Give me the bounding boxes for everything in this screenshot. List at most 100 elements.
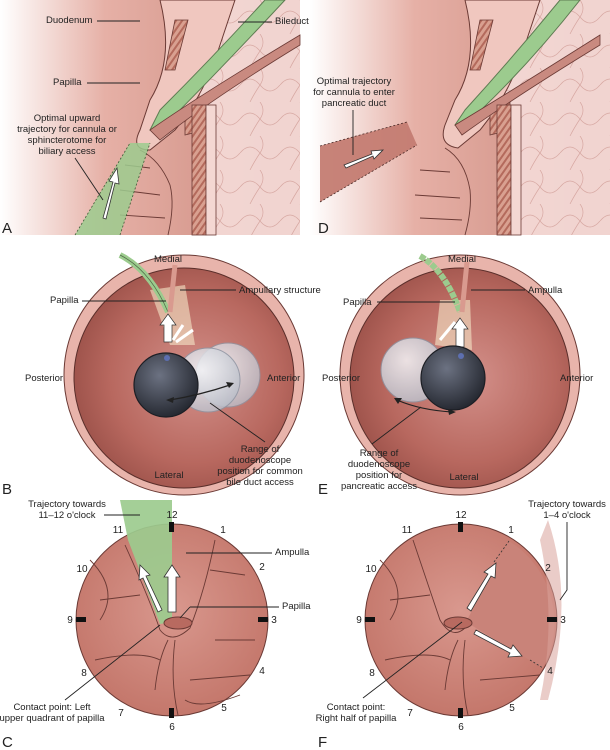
pancreatic-duct bbox=[167, 264, 178, 313]
upward-arrow-icon bbox=[102, 166, 120, 220]
range-arrow bbox=[169, 384, 231, 401]
clock-number-12: 12 bbox=[166, 510, 178, 521]
label-anterior: Anterior bbox=[560, 373, 593, 384]
label-range-line2: duodenoscope bbox=[229, 455, 291, 466]
clock-number-3: 3 bbox=[560, 615, 566, 626]
angled-arrow-icon bbox=[438, 321, 457, 341]
label-ampulla: Ampulla bbox=[275, 547, 310, 558]
label-contact-line2: Right half of papilla bbox=[316, 713, 398, 724]
mucosal-folds bbox=[89, 559, 255, 705]
label-range-line3: position for bbox=[356, 470, 402, 481]
label-range-line4: pancreatic access bbox=[341, 481, 417, 492]
clock-number-2: 2 bbox=[259, 562, 265, 573]
label-range-line4: bile duct access bbox=[226, 477, 294, 488]
longitudinal-fold bbox=[154, 639, 179, 716]
sphincter-muscle bbox=[164, 19, 189, 71]
tick-6 bbox=[169, 708, 174, 718]
label-trajectory-line1: Optimal upward bbox=[34, 113, 101, 124]
panel-a: Duodenum Bileduct Papilla Optimal upward… bbox=[0, 0, 309, 237]
label-trajectory-line2: for cannula to enter bbox=[313, 87, 395, 98]
label-contact-line2: upper quadrant of papilla bbox=[0, 713, 105, 724]
label-anterior: Anterior bbox=[267, 373, 300, 384]
label-ampulla: Ampulla bbox=[528, 285, 563, 296]
clock-number-7: 7 bbox=[407, 708, 413, 719]
clock-number-6: 6 bbox=[458, 722, 464, 733]
label-ampullary-structure: Ampullary structure bbox=[239, 285, 321, 296]
label-posterior: Posterior bbox=[322, 373, 360, 384]
label-papilla: Papilla bbox=[282, 601, 311, 612]
pancreatic-duct bbox=[149, 34, 301, 141]
duodenal-muscle-layer bbox=[191, 104, 207, 236]
leader-line bbox=[559, 522, 568, 601]
clock-ticks bbox=[76, 522, 268, 718]
panel-c: 12 1 2 3 4 5 6 7 8 9 10 11 Trajectory to… bbox=[0, 499, 311, 750]
tick-12 bbox=[458, 522, 463, 532]
label-medial: Medial bbox=[154, 254, 182, 265]
label-range-line2: duodenoscope bbox=[348, 459, 410, 470]
label-duodenum: Duodenum bbox=[46, 15, 93, 26]
arrow-1-oclock-icon bbox=[466, 562, 497, 612]
panel-letter-c: C bbox=[2, 734, 13, 750]
clock-ticks bbox=[365, 522, 557, 718]
range-arrowheads bbox=[394, 398, 456, 415]
angled-arrow-icon bbox=[138, 564, 163, 613]
label-range-line1: Range of bbox=[360, 448, 399, 459]
duodenoscope-tip bbox=[420, 345, 486, 411]
panel-letter-f: F bbox=[318, 734, 327, 750]
panel-b: Medial Papilla Ampullary structure Poste… bbox=[2, 252, 321, 498]
panel-letter-d: D bbox=[318, 220, 329, 237]
ampulla-fold bbox=[124, 539, 216, 638]
label-trajectory-line3: pancreatic duct bbox=[322, 98, 387, 109]
leader-line bbox=[179, 606, 191, 619]
trajectory-boundary bbox=[493, 540, 544, 669]
label-medial: Medial bbox=[448, 254, 476, 265]
up-arrow-icon bbox=[451, 317, 469, 348]
clock-number-6: 6 bbox=[169, 722, 175, 733]
pancreatic-duct bbox=[454, 34, 601, 136]
label-trajectory-line2: 11–12 o'clock bbox=[38, 510, 95, 521]
clock-number-9: 9 bbox=[67, 615, 73, 626]
mucosal-fold-lines bbox=[414, 169, 463, 221]
clock-number-5: 5 bbox=[509, 703, 515, 714]
camera-lens-icon bbox=[458, 353, 464, 359]
duodenoscope-tip bbox=[133, 352, 199, 418]
label-trajectory-line4: biliary access bbox=[38, 146, 95, 157]
panel-d: Optimal trajectory for cannula to enter … bbox=[310, 0, 610, 237]
tick-9 bbox=[365, 617, 375, 622]
label-trajectory-line2: trajectory for cannula or bbox=[17, 124, 117, 135]
bile-duct-outline bbox=[119, 254, 169, 313]
clock-number-2: 2 bbox=[545, 563, 551, 574]
clock-number-10: 10 bbox=[76, 564, 88, 575]
label-trajectory-line1: Optimal trajectory bbox=[317, 76, 392, 87]
up-arrow-icon bbox=[163, 564, 181, 613]
tick-12 bbox=[169, 522, 174, 532]
duodenal-serosa bbox=[205, 104, 217, 236]
label-papilla: Papilla bbox=[50, 295, 79, 306]
label-bileduct: Bileduct bbox=[275, 16, 309, 27]
label-range-line3: position for common bbox=[217, 466, 303, 477]
label-trajectory-line1: Trajectory towards bbox=[528, 499, 606, 510]
label-contact-line1: Contact point: bbox=[327, 702, 386, 713]
clock-number-11: 11 bbox=[402, 525, 413, 536]
label-papilla: Papilla bbox=[53, 77, 82, 88]
arrow-4-oclock-icon bbox=[473, 629, 523, 658]
clock-number-8: 8 bbox=[81, 668, 87, 679]
tick-9 bbox=[76, 617, 86, 622]
leader-line bbox=[64, 624, 161, 701]
clock-number-12: 12 bbox=[455, 510, 467, 521]
leader-line bbox=[371, 406, 422, 445]
label-trajectory-line3: sphincterotome for bbox=[28, 135, 107, 146]
ampulla-fold bbox=[412, 539, 466, 633]
clock-number-1: 1 bbox=[508, 525, 514, 536]
label-lateral: Lateral bbox=[154, 470, 183, 481]
leader-line bbox=[362, 621, 463, 699]
mucosal-fold bbox=[444, 147, 471, 236]
tick-6 bbox=[458, 708, 463, 718]
label-posterior: Posterior bbox=[25, 373, 63, 384]
trajectory-glow bbox=[540, 520, 562, 700]
clock-number-8: 8 bbox=[369, 668, 375, 679]
clock-number-11: 11 bbox=[113, 525, 124, 536]
clock-number-5: 5 bbox=[221, 703, 227, 714]
panel-f: 12 1 2 3 4 5 6 7 8 9 10 11 Trajectory to… bbox=[316, 499, 607, 750]
